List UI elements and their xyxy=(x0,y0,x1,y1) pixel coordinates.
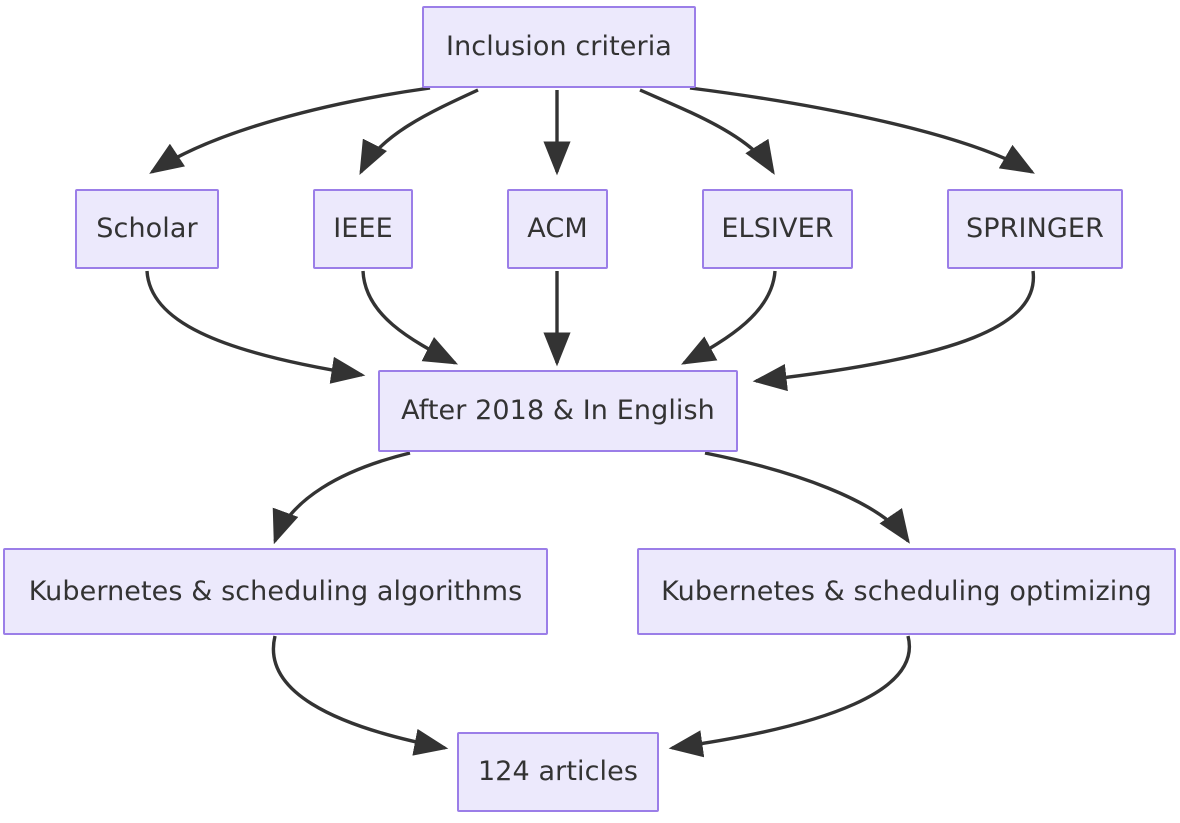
edge-algorithms-to-result xyxy=(271,635,449,756)
node-springer[interactable]: SPRINGER xyxy=(947,189,1123,269)
edge-inclusion-to-elsiver xyxy=(639,88,775,175)
node-kubernetes-scheduling-algorithms-label: Kubernetes & scheduling algorithms xyxy=(28,575,523,607)
node-kubernetes-scheduling-optimizing[interactable]: Kubernetes & scheduling optimizing xyxy=(637,548,1176,635)
node-acm-label: ACM xyxy=(527,213,588,245)
node-elsiver[interactable]: ELSIVER xyxy=(702,189,853,269)
edge-elsiver-to-filter xyxy=(681,270,777,365)
node-acm[interactable]: ACM xyxy=(507,189,608,269)
edge-inclusion-to-springer xyxy=(689,86,1035,174)
node-ieee-label: IEEE xyxy=(333,213,393,245)
node-124-articles[interactable]: 124 articles xyxy=(457,732,659,812)
edge-inclusion-to-ieee xyxy=(359,88,479,176)
node-kubernetes-scheduling-algorithms[interactable]: Kubernetes & scheduling algorithms xyxy=(3,548,548,635)
edge-springer-to-filter xyxy=(752,270,1036,392)
edge-filter-to-algorithms xyxy=(272,451,411,545)
node-after-2018-in-english[interactable]: After 2018 & In English xyxy=(378,370,738,452)
node-inclusion-criteria-label: Inclusion criteria xyxy=(446,31,672,63)
node-kubernetes-scheduling-optimizing-label: Kubernetes & scheduling optimizing xyxy=(661,575,1152,607)
edge-scholar-to-filter xyxy=(145,270,366,384)
node-scholar-label: Scholar xyxy=(96,213,198,245)
edge-optimizing-to-result xyxy=(668,635,912,758)
edge-filter-to-optimizing xyxy=(704,451,910,544)
node-inclusion-criteria[interactable]: Inclusion criteria xyxy=(422,6,696,88)
node-124-articles-label: 124 articles xyxy=(477,756,639,788)
node-scholar[interactable]: Scholar xyxy=(75,189,219,269)
node-after-2018-in-english-label: After 2018 & In English xyxy=(401,395,715,427)
edge-inclusion-to-scholar xyxy=(149,86,431,174)
node-ieee[interactable]: IEEE xyxy=(313,189,413,269)
node-elsiver-label: ELSIVER xyxy=(721,213,834,245)
node-springer-label: SPRINGER xyxy=(966,213,1104,245)
edge-ieee-to-filter xyxy=(361,270,459,365)
